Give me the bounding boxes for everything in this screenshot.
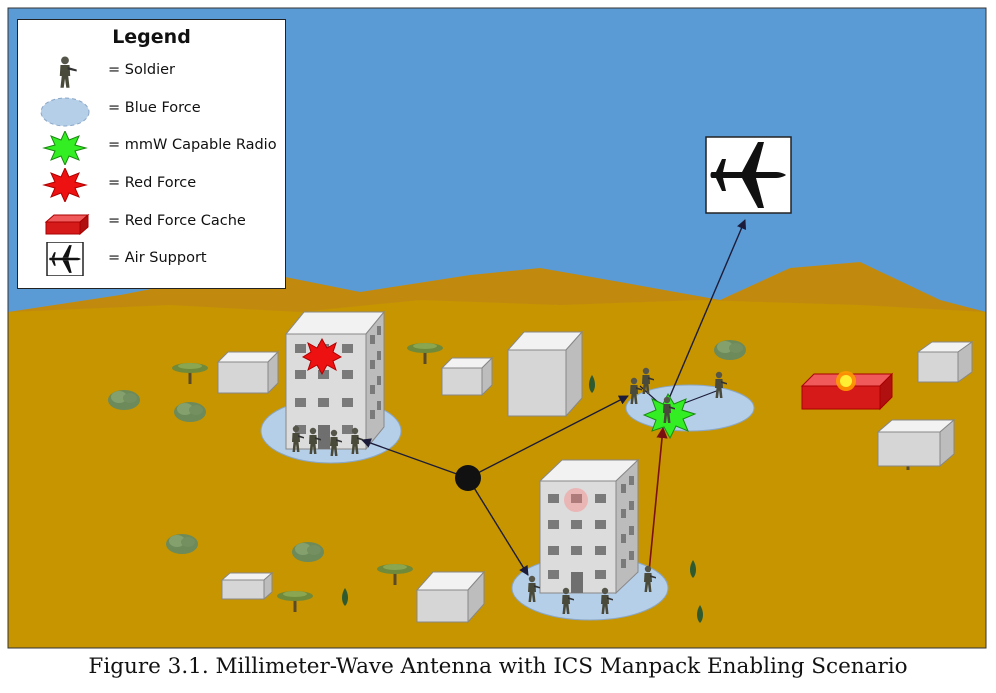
figure-caption: Figure 3.1. Millimeter-Wave Antenna with… (88, 654, 908, 679)
link-soldier-to-radio (681, 389, 720, 405)
legend-title: Legend (112, 26, 191, 48)
red-force-cache (800, 371, 894, 411)
small-building (216, 350, 280, 395)
small-building (916, 341, 974, 383)
legend-label-mmw-radio: = mmW Capable Radio (108, 137, 277, 153)
left-building (284, 310, 386, 451)
link-to-left-squad (361, 438, 469, 479)
small-building (220, 571, 274, 601)
airplane-icon (710, 142, 786, 208)
relay-node (455, 465, 481, 491)
link-to-radio-squad (467, 395, 629, 479)
tall-block (506, 330, 584, 418)
shrub-icon (292, 542, 324, 562)
legend: Legend = Soldier = Blue Force = mmW Capa… (17, 19, 286, 289)
small-building (876, 418, 956, 468)
shrub-icon (714, 340, 746, 360)
link-to-air-support (664, 219, 747, 409)
legend-label-blue-force: = Blue Force (108, 100, 201, 116)
faded-red-force-marker (564, 488, 588, 512)
red-force-marker (301, 337, 343, 376)
soldier-icon (59, 56, 77, 88)
airplane-icon (46, 242, 84, 276)
blue-force-ellipse-icon (40, 97, 90, 127)
red-starburst-icon (42, 168, 88, 202)
ground (8, 300, 986, 648)
legend-label-red-force: = Red Force (108, 175, 197, 191)
shrub-icon (108, 390, 140, 410)
shrub-icon (174, 402, 206, 422)
shrub-icon (166, 534, 198, 554)
right-building (538, 458, 640, 595)
link-bottom-to-radio (648, 426, 668, 573)
green-starburst-icon (42, 131, 88, 165)
legend-label-air-support: = Air Support (108, 250, 207, 266)
legend-label-soldier: = Soldier (108, 62, 175, 78)
small-building (440, 356, 494, 397)
link-to-bottom-squad (467, 477, 529, 576)
scene-frame (7, 7, 987, 649)
legend-label-red-force-cache: = Red Force Cache (108, 213, 246, 229)
small-building (415, 570, 486, 624)
red-box-icon (44, 213, 90, 236)
